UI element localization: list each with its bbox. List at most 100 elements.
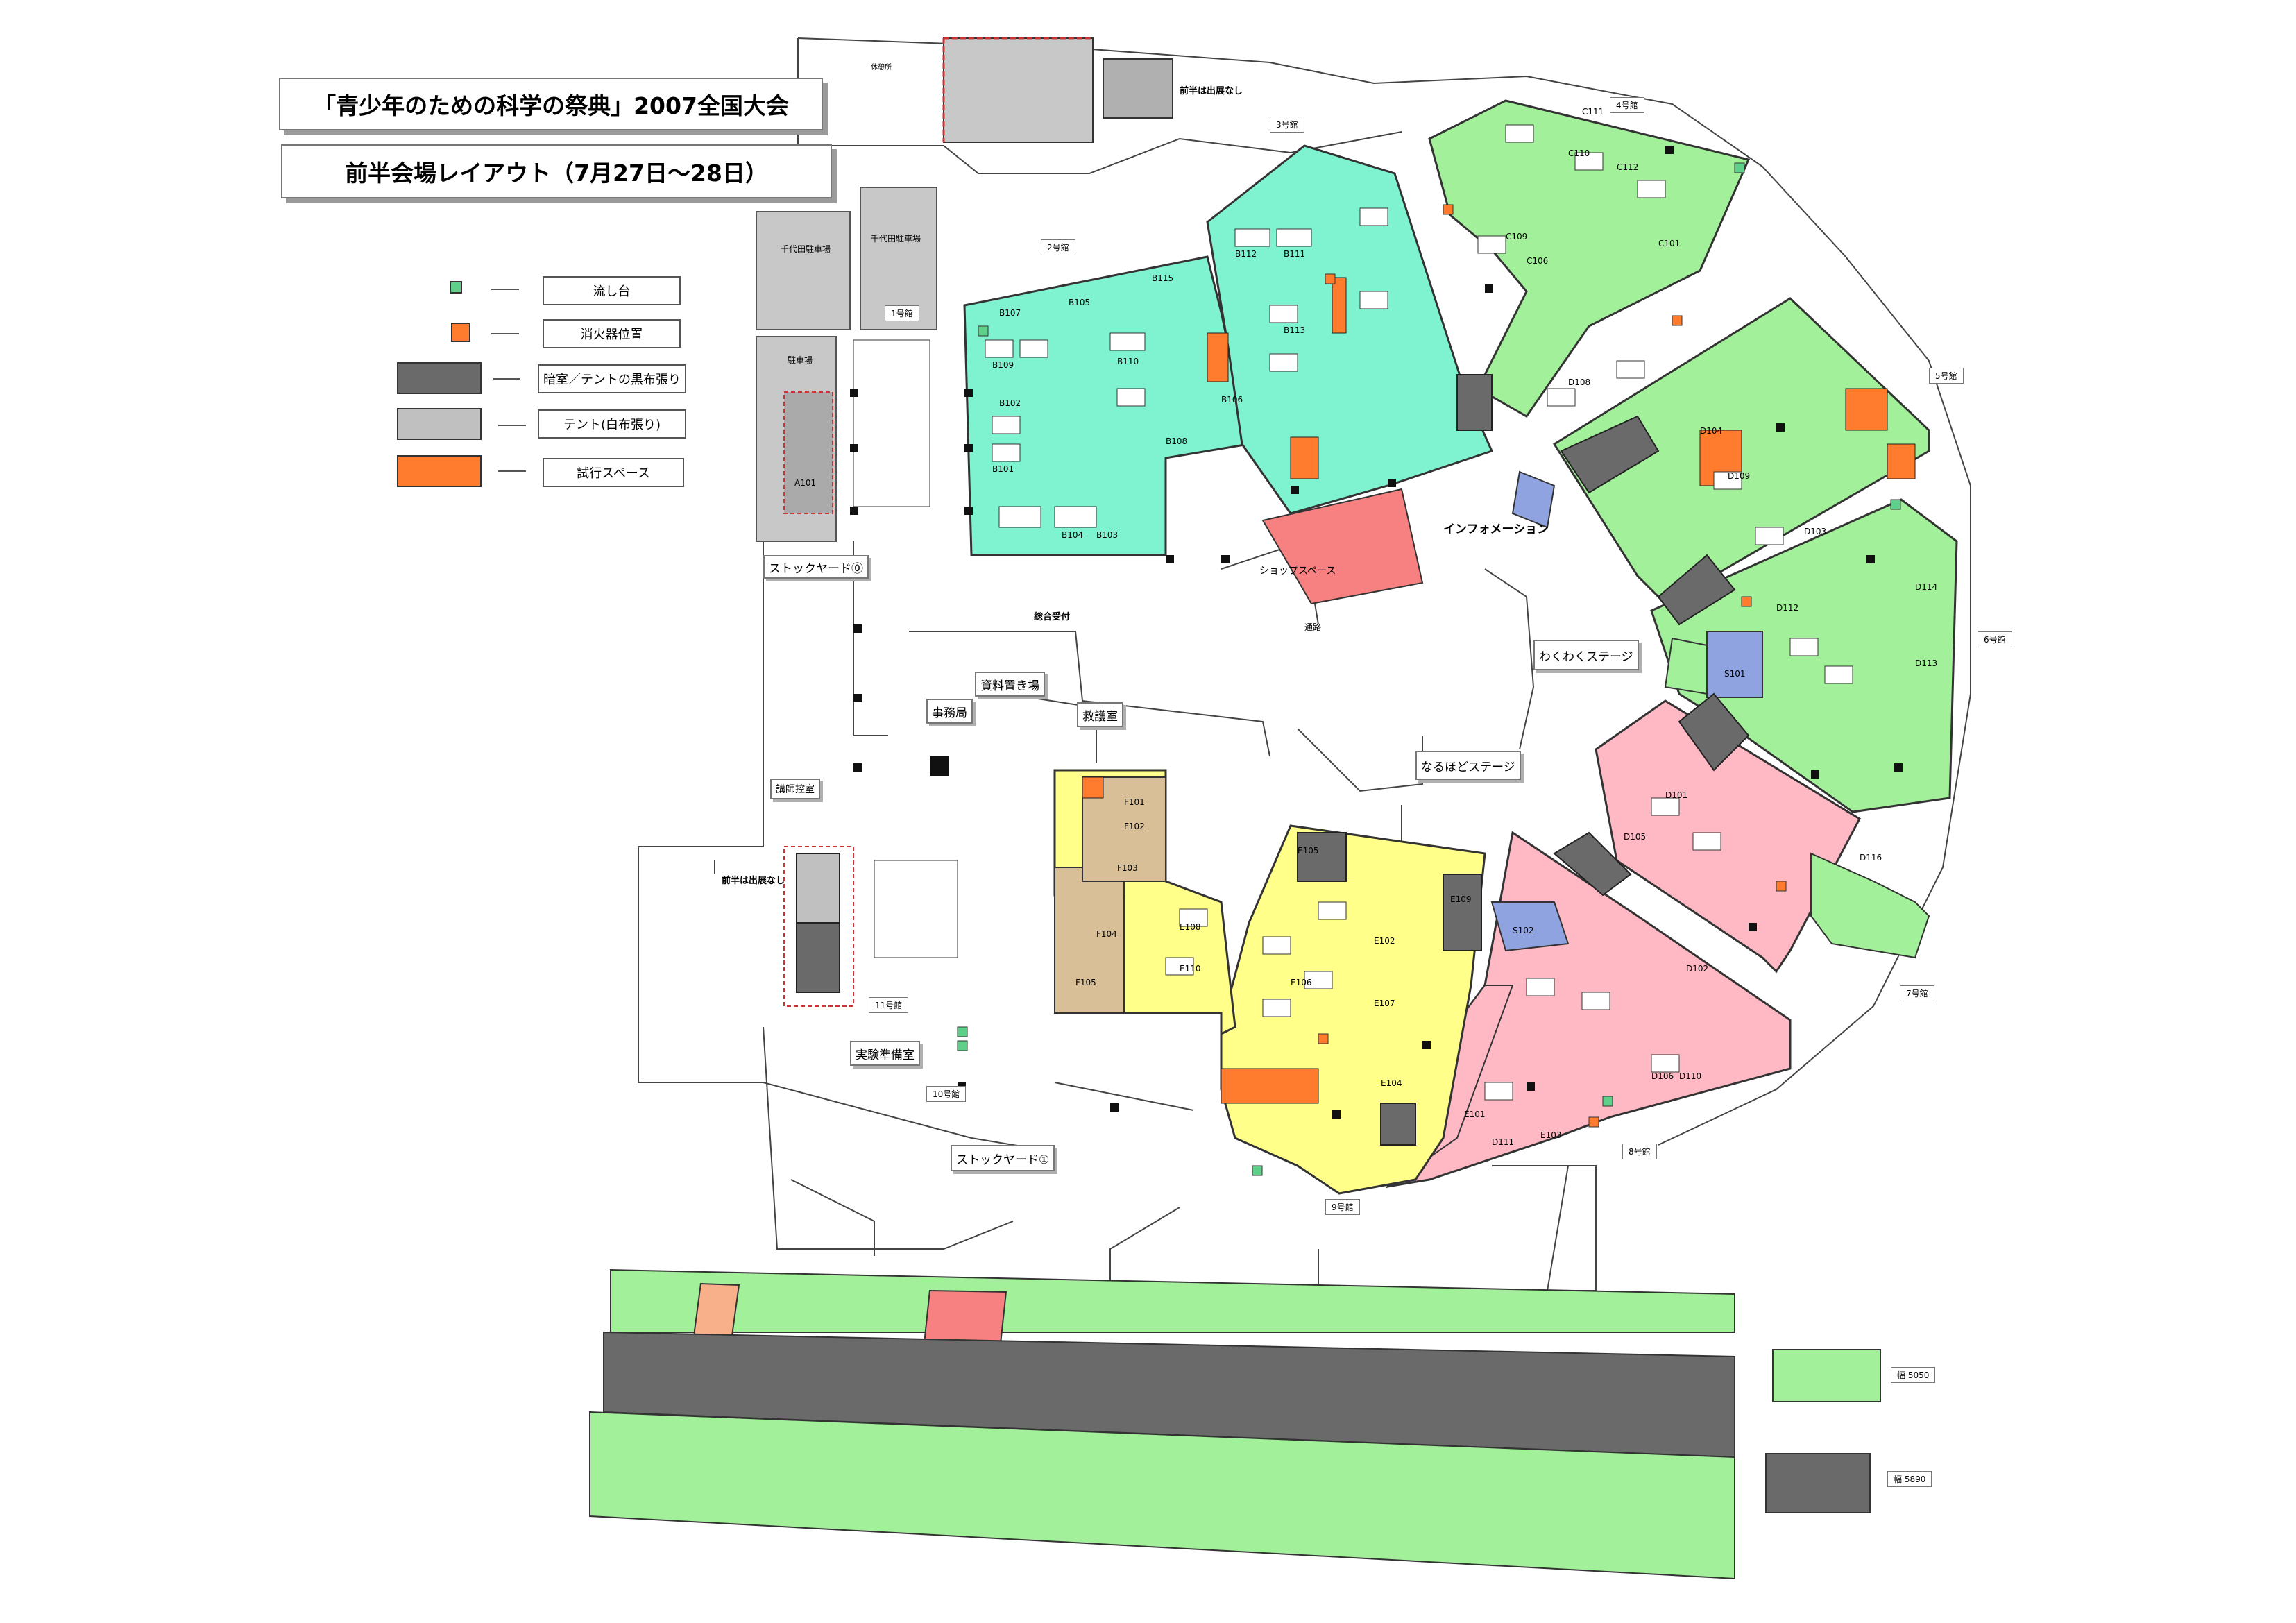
dark-rooms	[796, 374, 1750, 1146]
legend-tent-label: テント(白布張り)	[538, 409, 686, 439]
booth-D103: D103	[1804, 527, 1826, 536]
legend-tent-swatch	[397, 408, 482, 440]
parking-label-1: 千代田駐車場	[781, 244, 831, 254]
booth-E108: E108	[1180, 922, 1201, 932]
hall-label-9: 9号館	[1325, 1199, 1360, 1215]
lecturer-room-label: 講師控室	[770, 779, 820, 799]
booth-E102: E102	[1374, 936, 1395, 946]
booth-B115: B115	[1152, 273, 1173, 283]
booth-E110: E110	[1180, 964, 1201, 974]
booth-B107: B107	[999, 308, 1021, 318]
naruhodo-stage-label: なるほどステージ	[1415, 751, 1521, 780]
booth-D101: D101	[1665, 790, 1687, 800]
booth-F103: F103	[1117, 863, 1138, 873]
first-aid-label: 救護室	[1077, 702, 1123, 727]
booth-E101: E101	[1464, 1110, 1486, 1119]
parking-label-3: 駐車場	[788, 355, 813, 365]
parking-dashed-area	[783, 391, 833, 514]
wakuwaku-stage-label: わくわくステージ	[1533, 640, 1639, 670]
booth-E106: E106	[1291, 978, 1312, 987]
general-reception-label: 総合受付	[1034, 612, 1071, 622]
naruhodo-stage-area	[1490, 901, 1570, 952]
booth-B111: B111	[1284, 249, 1305, 259]
legend-extinguisher-label: 消火器位置	[543, 319, 681, 348]
bottom-green-strip-bottom	[589, 1411, 1735, 1580]
layout-subtitle: 前半会場レイアウト（7月27日～28日）	[281, 144, 832, 198]
booth-B113: B113	[1284, 325, 1305, 335]
booth-D108: D108	[1568, 377, 1590, 387]
booth-E105: E105	[1298, 846, 1319, 856]
booth-S101: S101	[1724, 669, 1746, 679]
hall-label-2: 2号館	[1041, 239, 1075, 255]
booth-C109: C109	[1506, 232, 1527, 241]
materials-label: 資料置き場	[975, 672, 1045, 697]
booth-B105: B105	[1069, 298, 1090, 307]
information-label: インフォメーション	[1443, 522, 1549, 536]
booth-B109: B109	[992, 360, 1014, 370]
booth-F104: F104	[1096, 929, 1117, 939]
first-half-none-label-left: 前半は出展なし	[722, 876, 785, 886]
bottom-green-strip-top	[610, 1268, 1735, 1333]
shop-space-area	[1261, 488, 1424, 605]
booth-D106: D106	[1651, 1071, 1674, 1081]
booth-B112: B112	[1235, 249, 1257, 259]
info-booth	[1511, 470, 1556, 529]
booth-B106: B106	[1221, 395, 1243, 405]
booth-E107: E107	[1374, 999, 1395, 1008]
office-label: 事務局	[926, 699, 973, 724]
hall-label-3: 3号館	[1270, 117, 1304, 133]
top-tent-area	[942, 37, 1173, 143]
hall-label-11: 11号館	[869, 997, 909, 1013]
booth-D109: D109	[1728, 471, 1750, 481]
hall-label-1: 1号館	[885, 305, 919, 321]
booth-D104: D104	[1700, 426, 1722, 436]
booth-labels: B107 B105 B110 B109 B102 B101 B104 B103 …	[794, 107, 1937, 1147]
booth-B110: B110	[1117, 357, 1139, 366]
hall-2-area	[963, 255, 1250, 556]
booth-D114: D114	[1915, 582, 1937, 592]
booth-C101: C101	[1658, 239, 1680, 248]
sink-icon	[450, 281, 462, 294]
stockyard-1-label: ストックヤード①	[951, 1145, 1055, 1171]
legend-trial-label: 試行スペース	[543, 458, 684, 487]
booth-F101: F101	[1124, 797, 1145, 807]
booth-D105: D105	[1624, 832, 1646, 842]
hall-label-7: 7号館	[1900, 985, 1934, 1001]
width-legend-green-label: 幅 5050	[1891, 1367, 1936, 1383]
booth-D112: D112	[1776, 603, 1798, 613]
sink-icons	[957, 162, 1901, 1176]
booth-D111: D111	[1492, 1137, 1514, 1147]
lab-prep-label: 実験準備室	[850, 1041, 920, 1066]
booth-B103: B103	[1096, 530, 1118, 540]
parking-lot-1	[756, 211, 851, 330]
booth-A101: A101	[794, 478, 816, 488]
tent-dashed-left	[783, 846, 854, 1007]
stockyard-0-label: ストックヤード⓪	[763, 555, 869, 579]
booth-B101: B101	[992, 464, 1014, 474]
booth-B108: B108	[1166, 436, 1187, 446]
bottom-area	[589, 1268, 1735, 1580]
legend-darkroom-swatch	[397, 362, 482, 394]
event-title: 「青少年のための科学の祭典」2007全国大会	[279, 78, 823, 130]
wakuwaku-stage-area	[1706, 631, 1763, 698]
hall-label-8: 8号館	[1622, 1144, 1657, 1159]
tent-white-left	[796, 853, 840, 924]
rest-area-label: 休憩所	[871, 64, 892, 71]
hall-label-5: 5号館	[1929, 368, 1964, 384]
booth-S102: S102	[1513, 926, 1534, 935]
first-half-none-label-top: 前半は出展なし	[1180, 86, 1243, 96]
booth-C106: C106	[1527, 256, 1548, 266]
fire-extinguisher-icons	[1318, 204, 1787, 1128]
fire-extinguisher-icon	[451, 323, 470, 342]
hall-10-area	[1053, 769, 1236, 1036]
booth-E103: E103	[1540, 1130, 1562, 1140]
booth-F102: F102	[1124, 822, 1145, 831]
booth-C112: C112	[1617, 162, 1638, 172]
booth-C110: C110	[1568, 148, 1590, 158]
booth-C111: C111	[1582, 107, 1604, 117]
hall-label-10: 10号館	[926, 1086, 967, 1102]
booth-E109: E109	[1450, 894, 1472, 904]
booth-D102: D102	[1686, 964, 1708, 974]
trial-spaces	[1082, 277, 1916, 1104]
